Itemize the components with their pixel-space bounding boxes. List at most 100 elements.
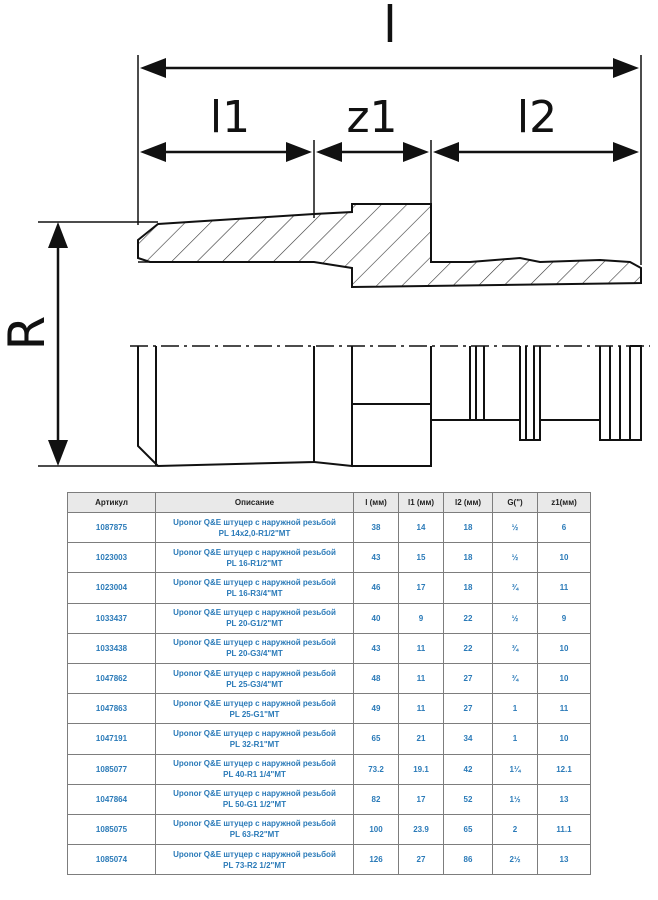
cell-l1: 11 [398, 632, 444, 664]
cell-l: 73.2 [353, 753, 399, 785]
cell-article: 1047862 [67, 662, 156, 695]
dimension-l2: l2 [433, 92, 639, 162]
cell-g: ¾ [492, 662, 538, 695]
dimension-label-z1: z1 [346, 92, 397, 143]
specification-table: Артикул Описание l (мм) l1 (мм) l2 (мм) … [67, 492, 591, 876]
dimension-l1: l1 [140, 92, 312, 162]
cell-g: ¾ [492, 572, 538, 604]
column-header-description: Описание [155, 492, 354, 513]
dimension-l: l [140, 0, 639, 78]
cell-l2: 52 [443, 783, 493, 815]
cell-z1: 12.1 [537, 753, 591, 785]
fitting-dimension-drawing: l l1 z1 l2 R [0, 0, 650, 468]
cell-l2: 34 [443, 723, 493, 755]
column-header-l2: l2 (мм) [443, 492, 493, 513]
cell-l1: 23.9 [398, 813, 444, 846]
column-header-l1: l1 (мм) [398, 492, 444, 513]
fitting-section-upper [137, 203, 642, 289]
cell-article: 1087875 [67, 511, 156, 544]
cell-l2: 86 [443, 844, 493, 876]
table-row: 1047191 Uponor Q&E штуцер с наружной рез… [67, 723, 591, 755]
cell-z1: 10 [537, 542, 591, 574]
cell-z1: 13 [537, 844, 591, 876]
table-row: 1085077 Uponor Q&E штуцер с наружной рез… [67, 753, 591, 785]
cell-g: 1 [492, 693, 538, 725]
cell-z1: 13 [537, 783, 591, 815]
cell-z1: 11 [537, 572, 591, 604]
cell-article: 1023003 [67, 542, 156, 574]
cell-g: ½ [492, 511, 538, 544]
cell-z1: 11.1 [537, 813, 591, 846]
cell-l2: 65 [443, 813, 493, 846]
cell-article: 1023004 [67, 572, 156, 604]
cell-l: 43 [353, 632, 399, 664]
cell-l: 38 [353, 511, 399, 544]
cell-l: 46 [353, 572, 399, 604]
table-row: 1085074 Uponor Q&E штуцер с наружной рез… [67, 844, 591, 876]
cell-l: 48 [353, 662, 399, 695]
cell-l2: 27 [443, 693, 493, 725]
cell-article: 1085075 [67, 813, 156, 846]
column-header-z1: z1(мм) [537, 492, 591, 513]
cell-z1: 6 [537, 511, 591, 544]
cell-article: 1085077 [67, 753, 156, 785]
cell-g: 1 [492, 723, 538, 755]
table-row: 1047863 Uponor Q&E штуцер с наружной рез… [67, 693, 591, 725]
cell-l2: 42 [443, 753, 493, 785]
dimension-r: R [0, 221, 158, 467]
cell-z1: 10 [537, 632, 591, 664]
column-header-l: l (мм) [353, 492, 399, 513]
column-header-article: Артикул [67, 492, 156, 513]
fitting-exterior-lower [137, 345, 642, 468]
cell-l: 100 [353, 813, 399, 846]
cell-l2: 22 [443, 632, 493, 664]
cell-g: 2½ [492, 844, 538, 876]
cell-article: 1047864 [67, 783, 156, 815]
cell-z1: 10 [537, 662, 591, 695]
cell-g: ½ [492, 602, 538, 634]
cell-l: 40 [353, 602, 399, 634]
cell-article: 1033438 [67, 632, 156, 664]
cell-l2: 18 [443, 511, 493, 544]
table-row: 1023003 Uponor Q&E штуцер с наружной рез… [67, 542, 591, 574]
cell-l: 43 [353, 542, 399, 574]
cell-z1: 10 [537, 723, 591, 755]
cell-l1: 19.1 [398, 753, 444, 785]
cell-g: 1¼ [492, 753, 538, 785]
cell-l: 126 [353, 844, 399, 876]
table-row: 1033438 Uponor Q&E штуцер с наружной рез… [67, 632, 591, 664]
cell-article: 1047191 [67, 723, 156, 755]
cell-l2: 18 [443, 542, 493, 574]
cell-l: 49 [353, 693, 399, 725]
column-header-g: G(") [492, 492, 538, 513]
cell-l1: 11 [398, 693, 444, 725]
cell-l1: 9 [398, 602, 444, 634]
cell-l1: 27 [398, 844, 444, 876]
cell-l: 65 [353, 723, 399, 755]
cell-l: 82 [353, 783, 399, 815]
dimension-label-r: R [0, 316, 56, 351]
table-row: 1047862 Uponor Q&E штуцер с наружной рез… [67, 662, 591, 695]
cell-l1: 21 [398, 723, 444, 755]
table-row: 1033437 Uponor Q&E штуцер с наружной рез… [67, 602, 591, 634]
dimension-label-l1: l1 [210, 92, 250, 143]
cell-l1: 15 [398, 542, 444, 574]
cell-g: ¾ [492, 632, 538, 664]
cell-z1: 11 [537, 693, 591, 725]
table-row: 1047864 Uponor Q&E штуцер с наружной рез… [67, 783, 591, 815]
dimension-label-l2: l2 [517, 92, 557, 143]
cell-z1: 9 [537, 602, 591, 634]
cell-l2: 18 [443, 572, 493, 604]
table-row: 1085075 Uponor Q&E штуцер с наружной рез… [67, 813, 591, 846]
cell-g: 2 [492, 813, 538, 846]
